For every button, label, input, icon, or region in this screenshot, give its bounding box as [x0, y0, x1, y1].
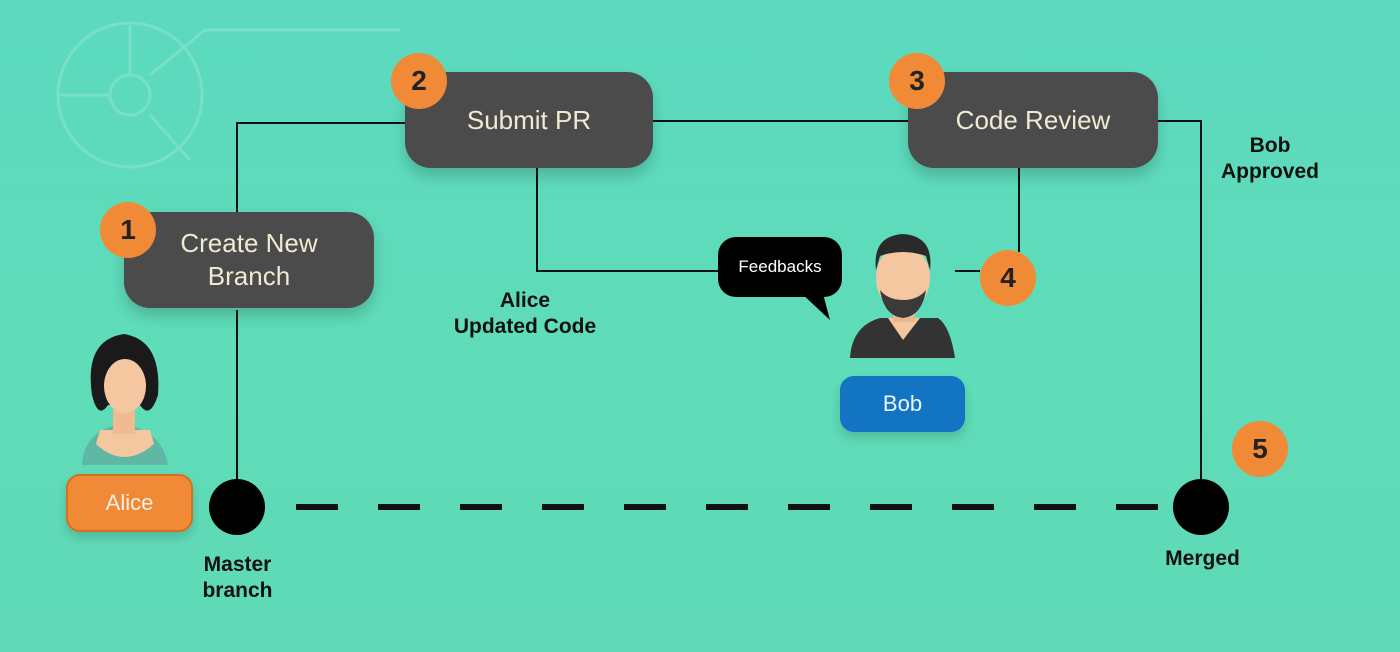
step-badge-4: 4 — [980, 250, 1036, 306]
master-branch-node — [209, 479, 265, 535]
step-label-submit-pr: Submit PR — [466, 104, 592, 135]
step-box-create-new-branch: Create New Branch — [124, 212, 374, 308]
note-bob-approved: Bob Approved — [1210, 133, 1330, 185]
name-tag-bob: Bob — [840, 376, 965, 432]
note-approved-line: Approved — [1220, 160, 1319, 183]
note-alice-updated-code: Alice Updated Code — [440, 288, 610, 340]
note-updated-code-line: Updated Code — [453, 315, 597, 338]
step-badge-1: 1 — [100, 202, 156, 258]
line-create-to-submit — [236, 122, 405, 212]
label-master-branch: Master branch — [180, 552, 295, 604]
name-tag-alice-label: Alice — [105, 490, 154, 515]
step-badge-3: 3 — [889, 53, 945, 109]
note-bob-line: Bob — [1249, 134, 1291, 157]
label-master-line: Master — [203, 553, 272, 576]
merged-node — [1173, 479, 1229, 535]
line-submit-to-feedback — [536, 168, 720, 272]
label-branch-line: branch — [202, 579, 273, 602]
step-box-submit-pr: Submit PR — [405, 72, 653, 168]
step-box-code-review: Code Review — [908, 72, 1158, 168]
label-merged: Merged — [1165, 547, 1240, 570]
name-tag-bob-label: Bob — [882, 391, 923, 416]
step-badge-2: 2 — [391, 53, 447, 109]
name-tag-alice: Alice — [66, 474, 193, 532]
step-badge-5: 5 — [1232, 421, 1288, 477]
speech-bubble-text: Feedbacks — [738, 257, 822, 276]
line-review-to-merged — [1158, 120, 1202, 480]
step-label-code-review: Code Review — [955, 104, 1111, 135]
note-alice-line: Alice — [499, 289, 551, 312]
decorative-target-icon — [56, 21, 400, 169]
step-label-create-new-branch: Create New Branch — [180, 228, 318, 291]
